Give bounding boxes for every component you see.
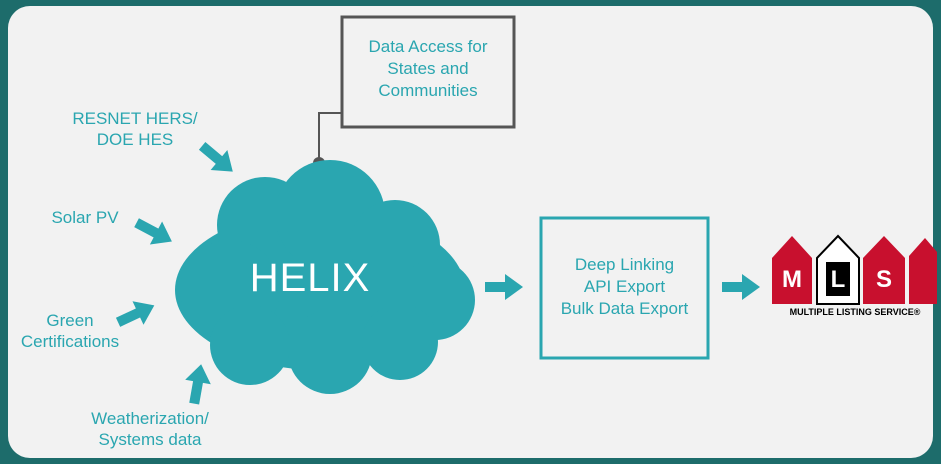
input-label-green: Green Certifications <box>20 311 120 351</box>
arrow-weatherization <box>185 364 211 405</box>
mls-letter-m: M <box>782 266 802 293</box>
helix-cloud <box>175 160 475 394</box>
mls-letter-s: S <box>875 266 892 293</box>
arrow-solar <box>134 218 172 245</box>
mls-caption: MULTIPLE LISTING SERVICE® <box>789 307 921 317</box>
mls-letter-l: L <box>830 266 846 293</box>
export-box-border <box>539 216 710 360</box>
input-label-weatherization: Weatherization/ Systems data <box>91 409 209 449</box>
access-box-text: Data Access for States and Communities <box>368 37 488 100</box>
input-label-solar: Solar PV <box>51 208 119 227</box>
arrow-to-mls <box>722 274 760 300</box>
access-connector-line <box>318 112 342 163</box>
access-box-border <box>340 15 516 129</box>
helix-label: HELIX <box>249 256 371 300</box>
input-label-resnet: RESNET HERS/ DOE HES <box>72 109 198 149</box>
mls-logo <box>772 234 937 305</box>
arrow-green <box>115 301 155 327</box>
mls-house-s <box>863 236 905 304</box>
arrow-to-export <box>485 274 523 300</box>
export-box-text: Deep Linking API Export Bulk Data Export <box>560 255 689 318</box>
arrow-resnet <box>198 142 233 172</box>
